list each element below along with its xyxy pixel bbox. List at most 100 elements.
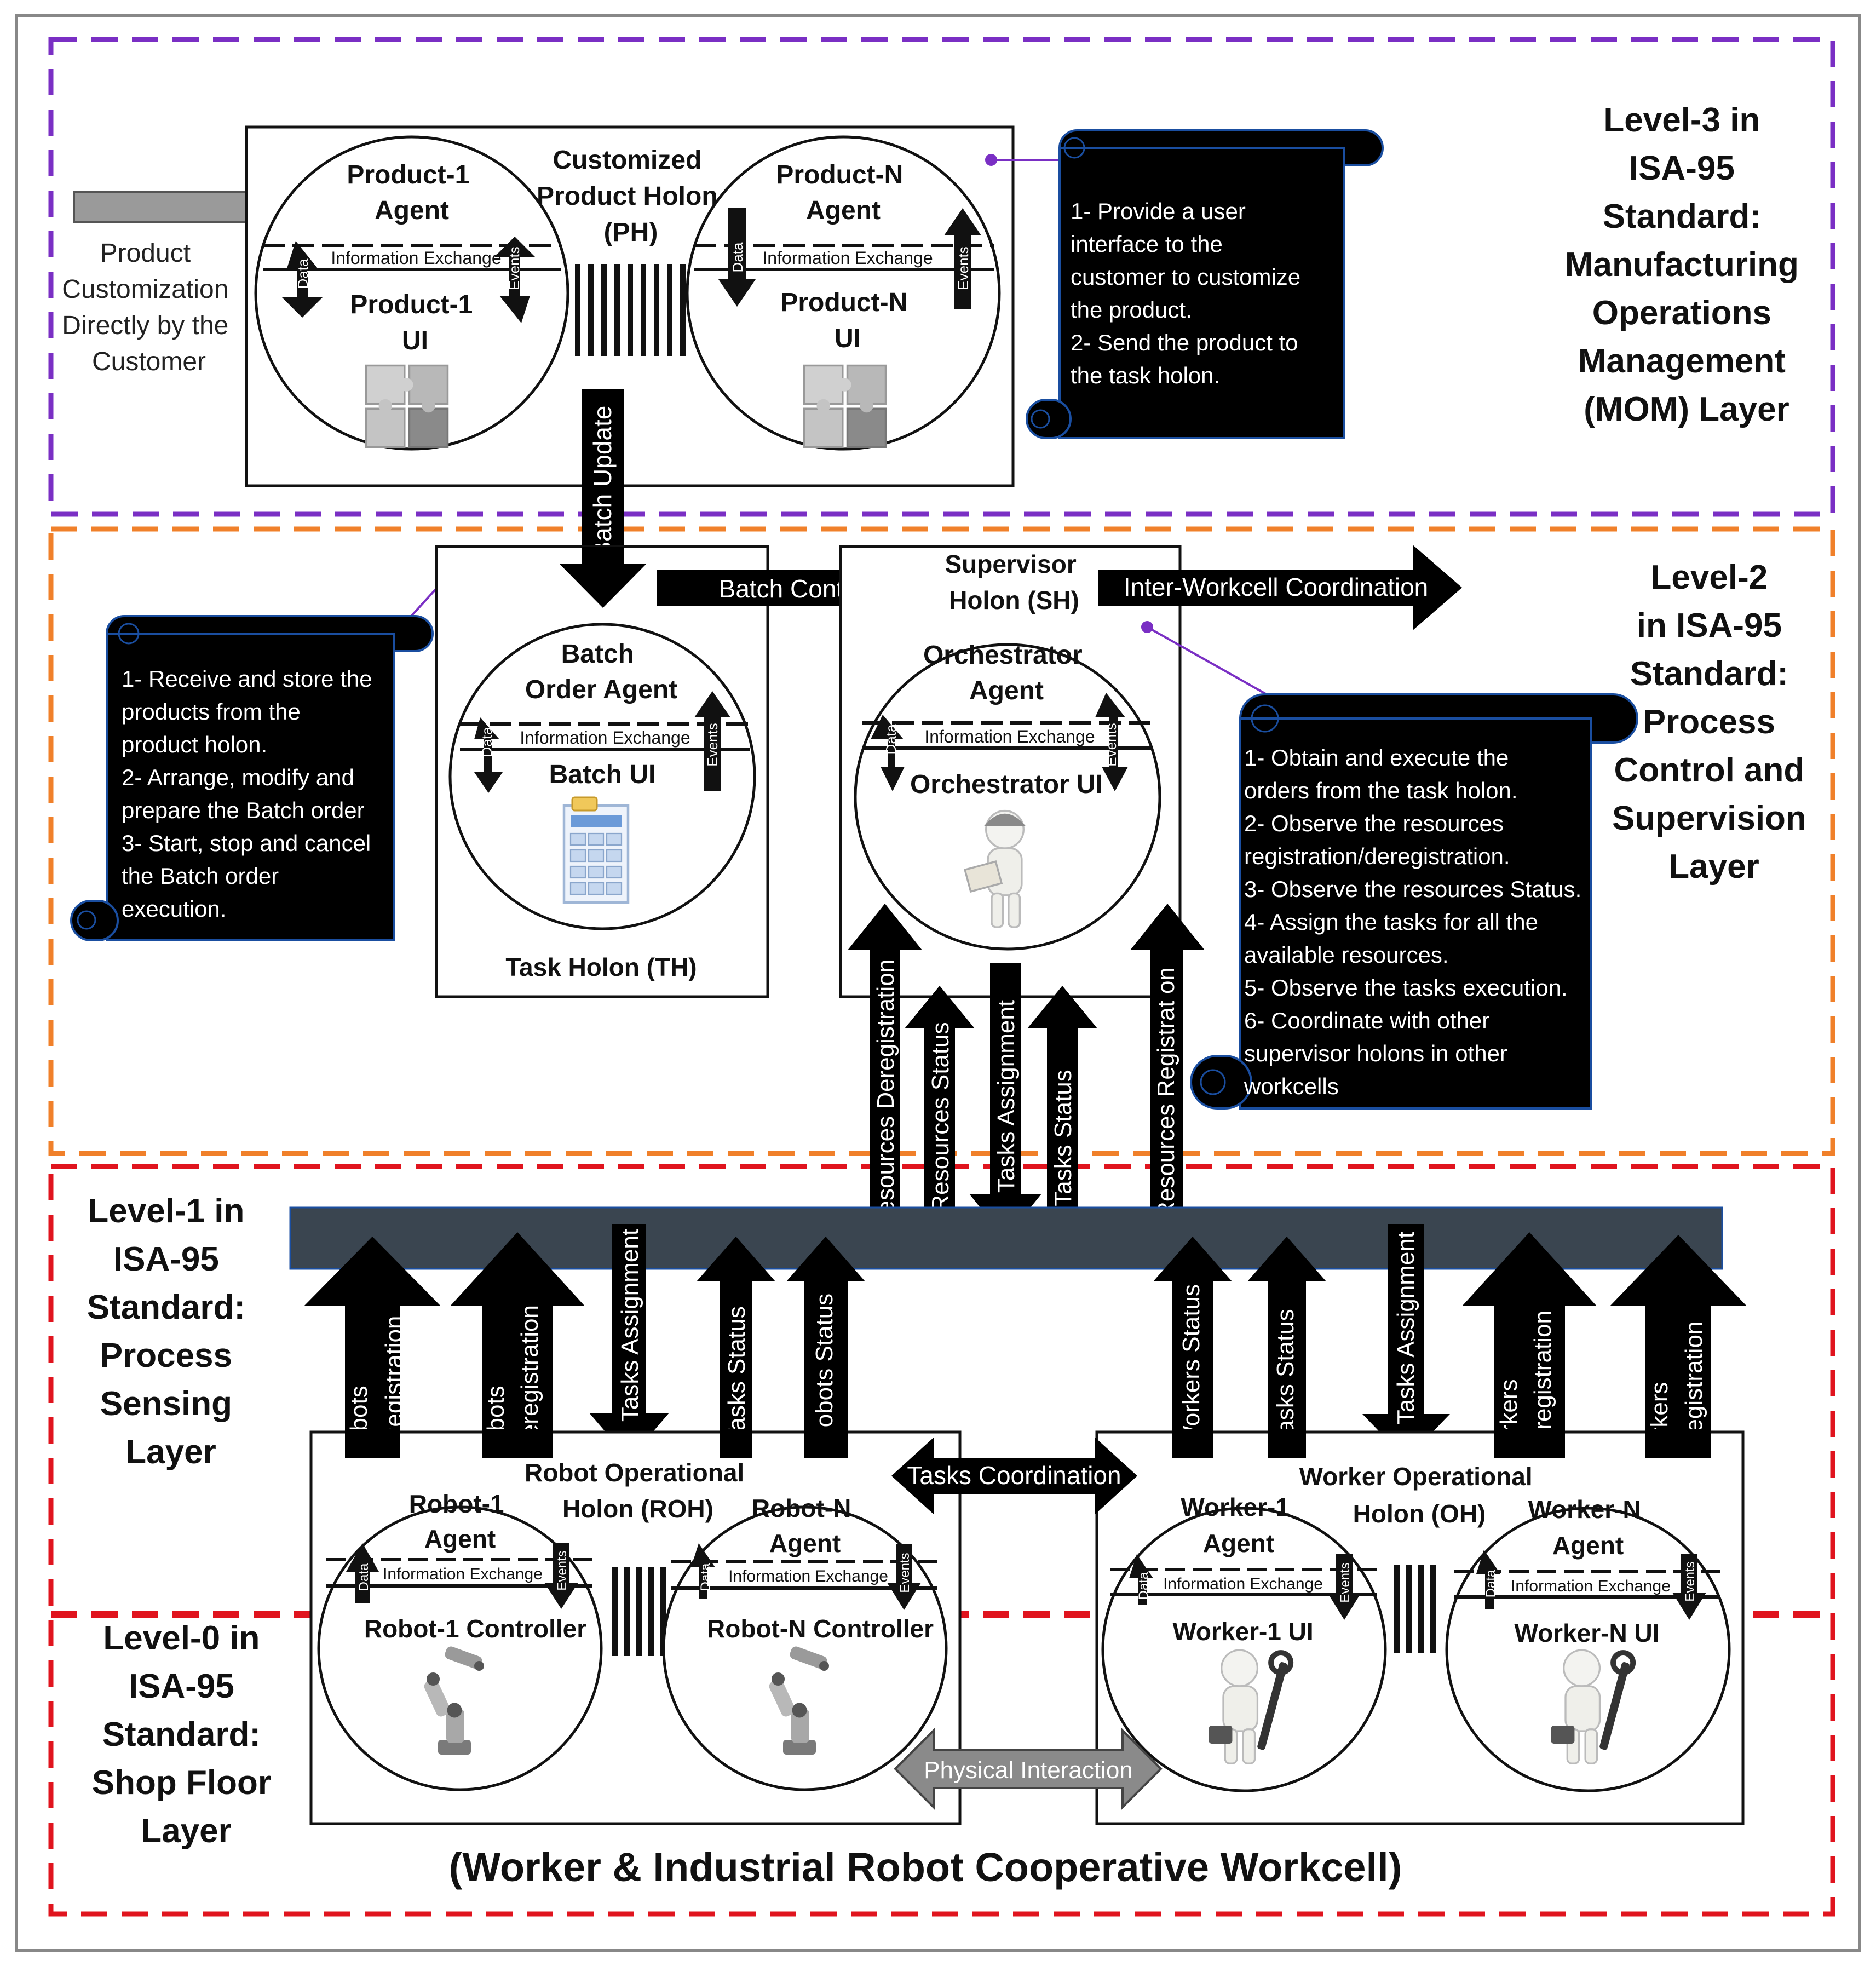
level0-label: Level-0 in ISA-95 Standard: Shop Floor L… <box>92 1619 280 1850</box>
svg-text:Orchestrator Agent: Orchestrator Agent <box>923 641 1090 705</box>
svg-text:Information Exchange: Information Exchange <box>728 1567 888 1585</box>
level3-label: Level-3 in ISA-95 Standard: Manufacturin… <box>1565 101 1808 428</box>
worker1-agent-circle: Worker-1 Agent Information Exchange Data… <box>1101 1493 1387 1792</box>
workers-status-arrow: Workers Status <box>1153 1237 1232 1457</box>
resources-registration-arrow: Resources Registrat on <box>1130 904 1205 1246</box>
svg-text:Robot-N Agent: Robot-N Agent <box>752 1494 858 1557</box>
worker-holon-title: Worker Operational Holon (OH) <box>1299 1462 1540 1528</box>
svg-text:Information Exchange: Information Exchange <box>1511 1577 1671 1595</box>
supervisor-holon-title: Supervisor Holon (SH) <box>945 550 1083 614</box>
svg-text:Events: Events <box>1103 723 1119 767</box>
svg-text:Physical Interaction: Physical Interaction <box>924 1757 1133 1784</box>
orchestrator-agent-circle: Orchestrator Agent Information Exchange … <box>854 641 1161 951</box>
svg-text:Tasks Assignment: Tasks Assignment <box>993 1000 1020 1193</box>
svg-text:Data: Data <box>295 258 311 289</box>
svg-text:Tasks Assignment: Tasks Assignment <box>1392 1232 1419 1424</box>
workers-status-arrow-tail <box>1172 1429 1213 1458</box>
svg-text:Information Exchange: Information Exchange <box>383 1565 543 1583</box>
svg-text:Batch UI: Batch UI <box>549 760 656 789</box>
robot-tasks-status-arrow: Tasks Status <box>697 1237 775 1457</box>
svg-text:Resources Status: Resources Status <box>927 1022 954 1212</box>
th-callout: 1- Receive and store the products from t… <box>70 615 434 941</box>
svg-text:Robots: Robots <box>0 0 38 5</box>
tasks-assignment-sh-arrow: Tasks Assignment <box>969 963 1041 1239</box>
svg-text:Tasks Status: Tasks Status <box>1050 1070 1077 1206</box>
resources-deregistration-arrow: Resources Deregistration <box>848 904 922 1246</box>
svg-text:Data: Data <box>479 727 495 757</box>
svg-text:Product-N Agent: Product-N Agent <box>776 160 910 225</box>
robots-status-arrow: Robots Status <box>786 1237 865 1457</box>
robot-holon-title: Robot Operational Holon (ROH) <box>525 1458 751 1523</box>
level2-label: Level-2 in ISA-95 Standard: Process Cont… <box>1612 559 1816 886</box>
svg-text:Product-1 Agent: Product-1 Agent <box>347 160 476 225</box>
svg-text:Data: Data <box>1483 1570 1498 1597</box>
svg-text:Events: Events <box>1338 1562 1353 1602</box>
tasks-coordination-arrow: Tasks Coordination <box>891 1438 1137 1514</box>
svg-text:Resources Deregistration: Resources Deregistration <box>872 959 899 1231</box>
physical-interaction-arrow: Physical Interaction <box>894 1728 1163 1810</box>
robots-deregistration-arrow: Robots Deregistration <box>450 1232 585 1462</box>
svg-text:Tasks Status: Tasks Status <box>723 1306 750 1442</box>
task-holon-title: Task Holon (TH) <box>505 953 697 981</box>
svg-text:Events: Events <box>897 1553 912 1593</box>
svg-text:Robot-1 Controller: Robot-1 Controller <box>364 1614 586 1643</box>
document-icon <box>564 797 628 902</box>
product-customization-label: Product Customization Directly by the Cu… <box>62 239 235 376</box>
svg-text:Batch Update: Batch Update <box>588 406 617 559</box>
svg-text:Worker-1 UI: Worker-1 UI <box>1172 1617 1313 1646</box>
outer-frame <box>15 14 1861 1952</box>
svg-text:Tasks Status: Tasks Status <box>1272 1309 1299 1445</box>
workcell-title: (Worker & Industrial Robot Cooperative W… <box>449 1844 1402 1890</box>
inter-workcell-arrow: Inter-Workcell Coordination <box>1098 545 1462 630</box>
worker-tasks-assignment-arrow: Tasks Assignment <box>1362 1224 1450 1459</box>
level1-label: Level-1 in ISA-95 Standard: Process Sens… <box>87 1192 255 1471</box>
svg-text:Product-N UI: Product-N UI <box>780 288 914 353</box>
robots-status-arrow-tail <box>804 1429 848 1458</box>
svg-text:Information Exchange: Information Exchange <box>331 248 501 268</box>
svg-text:Information Exchange: Information Exchange <box>924 727 1095 746</box>
robots-registration-arrow-tail <box>345 1429 400 1458</box>
robot-tasks-status-arrow-tail <box>720 1429 752 1458</box>
svg-text:Data: Data <box>698 1563 713 1591</box>
level1-boundary <box>48 1164 1835 1917</box>
svg-text:Worker-N Agent: Worker-N Agent <box>1528 1495 1648 1560</box>
workers-registration-arrow-tail <box>1645 1429 1711 1458</box>
robot-tasks-assignment-arrow: Tasks Assignment <box>589 1224 669 1459</box>
batch-update-arrow: Batch Update <box>560 389 646 608</box>
svg-text:1- Receive and store the: 1- Receive and store the products from t… <box>122 666 378 922</box>
worker-holon-bars <box>1394 1565 1436 1653</box>
svg-text:Information Exchange: Information Exchange <box>1163 1575 1323 1593</box>
svg-text:Information Exchange: Information Exchange <box>520 728 690 748</box>
svg-text:Data: Data <box>1136 1572 1151 1600</box>
svg-text:Robot-1 Agent: Robot-1 Agent <box>409 1490 511 1553</box>
svg-text:Data: Data <box>729 242 746 272</box>
product1-agent-circle: Product-1 Agent Information Exchange Dat… <box>254 135 569 451</box>
robots-deregistration-arrow-tail <box>482 1429 553 1458</box>
sh-connector-dot <box>1141 621 1153 633</box>
svg-text:Events: Events <box>506 246 522 290</box>
svg-text:Events: Events <box>555 1550 569 1590</box>
svg-text:Inter-Workcell Coordination: Inter-Workcell Coordination <box>1124 573 1429 601</box>
workerN-agent-circle: Worker-N Agent Information Exchange Data… <box>1445 1495 1731 1792</box>
svg-text:Robot-N Controller: Robot-N Controller <box>707 1614 934 1643</box>
productN-agent-circle: Product-N Agent Information Exchange Dat… <box>686 135 1001 451</box>
svg-text:Information Exchange: Information Exchange <box>762 248 933 268</box>
tasks-status-sh-arrow: Tasks Status <box>1027 986 1097 1246</box>
svg-text:Robots Status: Robots Status <box>811 1294 838 1445</box>
robotN-agent-circle: Robot-N Agent Information Exchange Data … <box>662 1494 948 1791</box>
level3-boundary <box>48 37 1835 517</box>
svg-text:Events: Events <box>704 723 721 767</box>
ph-connector-dot <box>985 154 997 166</box>
robot-holon-bars <box>612 1567 666 1656</box>
svg-text:Registration: Registration <box>1681 1321 1707 1450</box>
svg-text:Orchestrator UI: Orchestrator UI <box>910 770 1103 799</box>
svg-text:Tasks Assignment: Tasks Assignment <box>617 1229 643 1422</box>
worker-tasks-status-arrow: Tasks Status <box>1247 1237 1326 1457</box>
svg-text:Resources Registrat on: Resources Registrat on <box>1153 967 1179 1219</box>
svg-text:1- Obtain and execute the: 1- Obtain and execute the orders from th… <box>1244 745 1588 1099</box>
svg-text:Worker-N UI: Worker-N UI <box>1515 1619 1660 1647</box>
svg-text:Data: Data <box>883 724 899 754</box>
svg-text:Workers Status: Workers Status <box>1178 1284 1205 1448</box>
ph-callout: 1- Provide a user interface to the custo… <box>1026 129 1384 439</box>
